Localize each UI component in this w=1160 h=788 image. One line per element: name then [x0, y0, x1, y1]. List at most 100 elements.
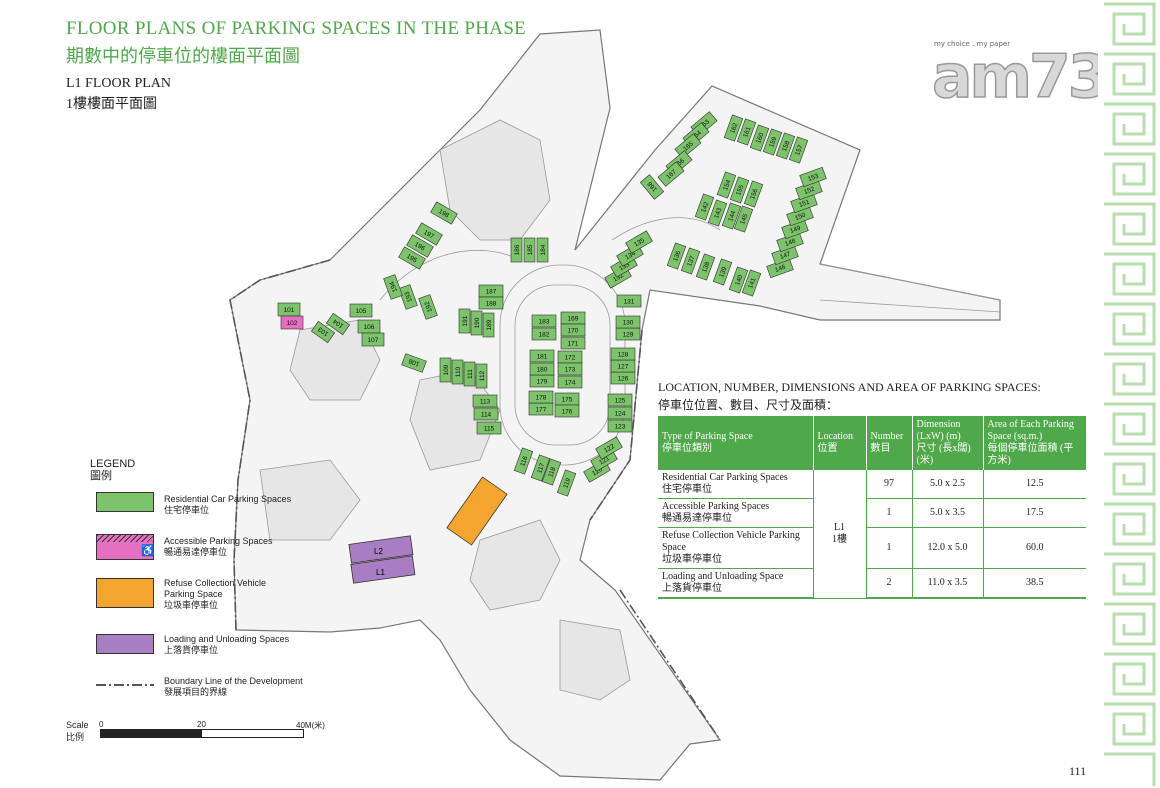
cell-number: 1 — [866, 498, 913, 528]
parking-space-label: 132 — [612, 272, 625, 284]
parking-space-169: 169 — [560, 311, 586, 325]
page-title-zh: 期數中的停車位的樓面平面圖 — [66, 46, 300, 66]
parking-space-label: 181 — [537, 353, 548, 360]
legend-label-accessible-zh: 暢通易達停車位 — [164, 547, 228, 557]
scale-label-en: Scale — [66, 720, 89, 730]
parking-space-label: 153 — [807, 173, 820, 183]
page-number: 111 — [1069, 764, 1087, 778]
parking-space-118: 118 — [541, 458, 562, 486]
parking-space-label: 126 — [618, 375, 629, 382]
legend-label-refuse: Refuse Collection Vehicle — [164, 578, 267, 588]
parking-space-198: 198 — [430, 201, 458, 225]
parking-space-130: 130 — [615, 315, 641, 329]
parking-space-label: 176 — [562, 408, 573, 415]
header-dimension: Dimension (LxW) (m)尺寸 (長x闊) (米) — [911, 416, 983, 470]
parking-space-156: 156 — [743, 180, 764, 208]
parking-space-label: 198 — [437, 208, 450, 220]
parking-space-123: 123 — [607, 419, 633, 433]
parking-space-168: 168 — [639, 174, 665, 200]
parking-space-154: 154 — [716, 171, 737, 199]
cell-number: 97 — [866, 470, 913, 499]
parking-space-label: 178 — [536, 394, 547, 401]
parking-space-102: 102 — [280, 315, 304, 330]
parking-space-170: 170 — [560, 323, 586, 337]
parking-space-label: 151 — [798, 199, 811, 209]
parking-space-label: 173 — [565, 366, 576, 373]
parking-space-125: 125 — [607, 393, 633, 407]
loading-space-l1 — [350, 555, 416, 584]
parking-space-183: 183 — [531, 314, 557, 328]
cell-dimension: 12.0 x 5.0 — [912, 527, 984, 569]
parking-space-label: 108 — [408, 357, 421, 367]
parking-space-label: 118 — [547, 466, 557, 478]
parking-space-label: 188 — [486, 300, 497, 307]
cell-area: 12.5 — [983, 470, 1086, 499]
legend-label-boundary: Boundary Line of the Development — [164, 676, 303, 686]
parking-space-label: 186 — [514, 244, 521, 255]
parking-space-label: 131 — [624, 298, 635, 305]
parking-space-162: 162 — [723, 114, 744, 142]
parking-space-label: 125 — [615, 397, 626, 404]
parking-space-label: 155 — [735, 184, 745, 197]
building-masses — [259, 119, 631, 701]
loading-space-l2 — [348, 535, 414, 564]
parking-space-103: 103 — [310, 320, 336, 344]
parking-space-label: 107 — [368, 337, 379, 344]
parking-space-label: 124 — [615, 410, 626, 417]
cell-number: 1 — [866, 527, 913, 569]
parking-space-label: 161 — [742, 126, 752, 139]
legend-label-boundary-zh: 發展項目的界線 — [164, 687, 228, 697]
legend-label-accessible: Accessible Parking Spaces — [164, 536, 273, 546]
parking-space-label: 174 — [565, 379, 576, 386]
parking-space-176: 176 — [554, 404, 580, 418]
parking-space-label: 111 — [467, 369, 474, 379]
legend: LEGEND 圖例 Residential Car Parking Spaces… — [90, 458, 303, 697]
parking-space-label: 112 — [479, 370, 486, 381]
parking-space-label: 114 — [481, 411, 492, 418]
parking-space-107: 107 — [361, 332, 385, 347]
parking-space-label: 130 — [623, 319, 634, 326]
parking-space-157: 157 — [788, 136, 809, 164]
parking-space-137: 137 — [680, 247, 701, 275]
parking-space-label: 191 — [462, 315, 469, 326]
legend-swatch-accessible: ♿ — [96, 534, 155, 560]
parking-space-label: 175 — [562, 396, 573, 403]
parking-space-180: 180 — [529, 362, 555, 376]
parking-space-193: 193 — [398, 284, 418, 310]
parking-space-182: 182 — [531, 327, 557, 341]
parking-space-label: 150 — [794, 212, 807, 222]
parking-space-label: 172 — [565, 354, 576, 361]
parking-space-label: 117 — [536, 462, 546, 474]
parking-space-label: 180 — [537, 366, 548, 373]
scale-bar — [100, 729, 304, 738]
parking-space-178: 178 — [528, 390, 554, 404]
parking-space-label: 105 — [356, 308, 367, 315]
parking-space-label: 156 — [749, 188, 759, 201]
legend-heading-zh: 圖例 — [90, 470, 112, 482]
parking-space-label: 120 — [591, 466, 604, 478]
legend-swatch-boundary — [96, 684, 154, 686]
parking-space-label: 197 — [422, 229, 435, 241]
parking-space-label: 116 — [519, 455, 529, 467]
parking-space-label: 122 — [603, 443, 616, 455]
parking-space-label: 143 — [713, 207, 723, 220]
legend-label-refuse-2: Parking Space — [164, 589, 223, 599]
legend-label-residential-zh: 住宅停車位 — [164, 505, 210, 515]
parking-space-194: 194 — [383, 274, 403, 300]
parking-space-105: 105 — [349, 303, 373, 318]
parking-space-label: 193 — [404, 290, 414, 303]
parking-space-label: 123 — [615, 423, 626, 430]
legend-label-loading: Loading and Unloading Spaces — [164, 634, 290, 644]
parking-space-143: 143 — [707, 199, 728, 227]
parking-space-144: 144 — [721, 202, 742, 230]
parking-space-label: 194 — [389, 280, 399, 293]
parking-space-159: 159 — [762, 128, 783, 156]
parking-space-label: 160 — [755, 132, 765, 145]
